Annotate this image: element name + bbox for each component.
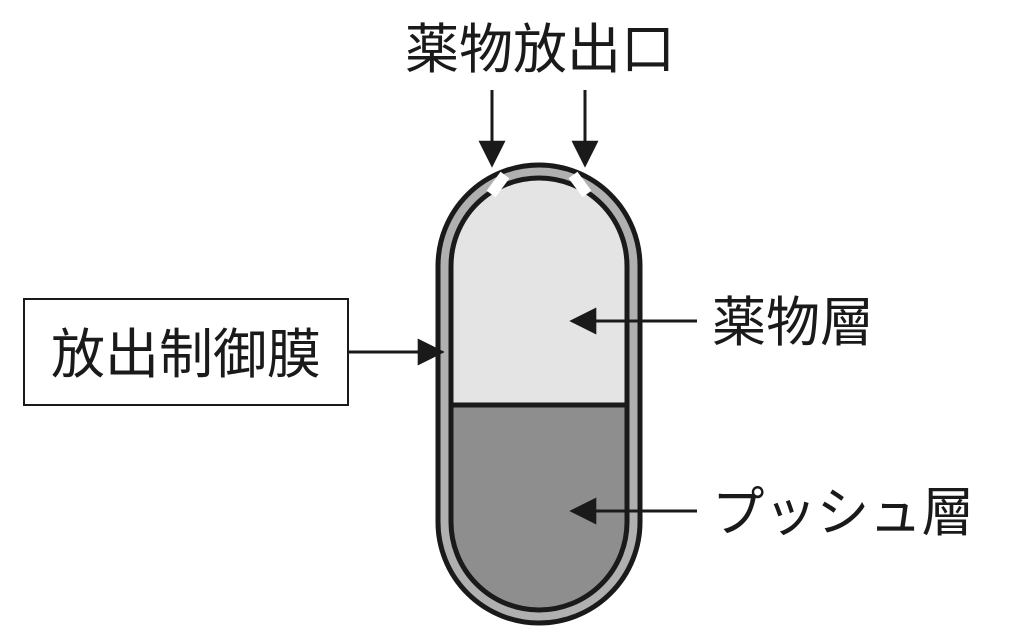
membrane-label: 放出制御膜 bbox=[51, 323, 321, 386]
release-opening-left bbox=[486, 171, 510, 198]
outlet-label: 薬物放出口 bbox=[405, 18, 675, 81]
push-layer bbox=[451, 405, 627, 610]
release-opening-right bbox=[568, 171, 592, 198]
drug-layer bbox=[451, 178, 627, 405]
push-layer-label: プッシュ層 bbox=[712, 481, 974, 544]
membrane-label-box bbox=[23, 298, 349, 406]
drug-layer-label: 薬物層 bbox=[712, 291, 874, 354]
